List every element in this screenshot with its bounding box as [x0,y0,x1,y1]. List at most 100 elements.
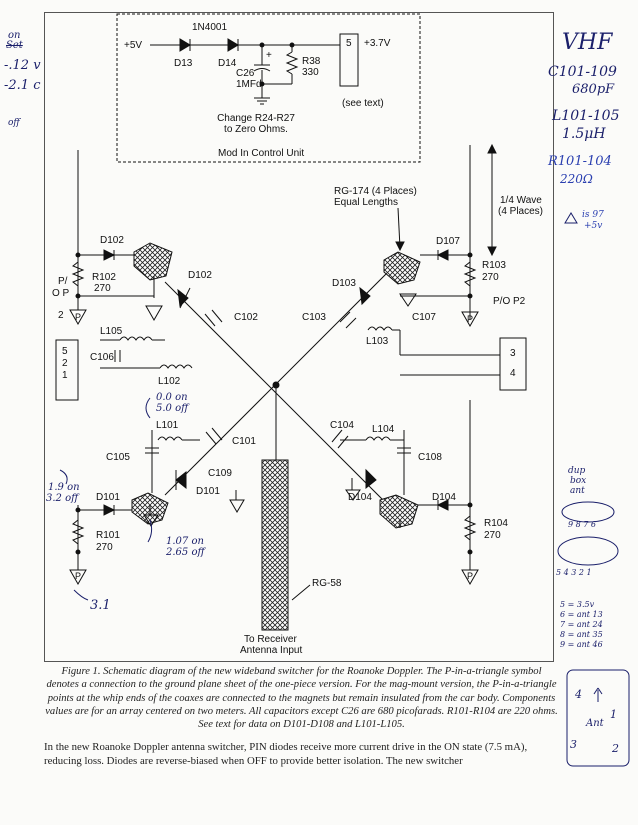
label-d102b: D102 [188,270,212,281]
coax-block-tr [383,251,421,285]
hw-box-ant: Ant [586,718,604,729]
label-r102-value: 270 [94,283,111,294]
r38-value: 330 [302,67,319,78]
po-p2-right: P/O P2 [493,296,526,307]
hw-onoff-c2: 2.65 off [166,547,205,558]
control-connector [339,33,359,87]
label-l104: L104 [372,424,395,435]
c26-value: 1MFd [236,79,262,90]
hw-map-3: 8 = ant 35 [560,630,603,639]
ground-p-br: P [467,571,474,581]
label-c108: C108 [418,452,442,463]
left-conn-pin1: 1 [62,370,68,381]
hw-dup-3: ant [570,486,585,496]
hw-on: on [8,30,21,41]
hw-r101-value: 220Ω [560,172,593,186]
label-r102: R102 [92,272,116,283]
po-p2-left-2: O P [52,288,70,299]
hw-l101-value: 1.5μH [562,126,606,142]
hw-set: Set [6,40,23,51]
diode-d14 [227,38,239,52]
label-r103: R103 [482,260,506,271]
label-r101-value: 270 [96,542,113,553]
hw-vhf: VHF [562,30,613,55]
out-voltage: +3.7V [364,38,391,49]
hw-onoff-a1: 0.0 on [156,392,188,403]
label-c103: C103 [302,312,326,323]
right-connector [499,337,527,391]
hw-v21: -2.1 c [4,78,41,93]
hw-box-3: 3 [570,738,577,751]
label-c105: C105 [106,452,130,463]
control-unit-box [116,13,421,163]
label-d104b: D104 [432,492,456,503]
label-d107: D107 [436,236,460,247]
coax-block-br [379,494,419,529]
label-c104: C104 [330,420,354,431]
hw-pins-top: 9 8 7 6 [568,520,596,529]
hw-c101: C101-109 [548,64,617,80]
po-p2-left-1: P/ [58,276,68,287]
hw-map-4: 9 = ant 46 [560,640,603,649]
note-line2: to Zero Ohms. [224,124,288,135]
c26-label: C26 [236,68,255,79]
diode-part-label: 1N4001 [192,22,228,33]
supply-label: +5V [124,40,143,51]
diode-d13 [179,38,191,52]
label-d101a: D101 [96,492,120,503]
label-l105: L105 [100,326,123,337]
control-unit-title: Mod In Control Unit [218,148,305,159]
rg58-label: RG-58 [312,578,342,589]
ground-p-bl: P [75,571,82,581]
hw-l101: L101-105 [552,108,620,124]
left-conn-pin2: 2 [62,358,68,369]
hw-onoff-b2: 3.2 off [46,493,79,504]
hw-r101: R101-104 [548,154,612,169]
hw-pins-bot: 5 4 3 2 1 [556,568,592,577]
label-l103: L103 [366,336,389,347]
label-d101b: D101 [196,486,220,497]
schematic-frame [44,12,554,662]
rg174-label-2: Equal Lengths [334,197,398,208]
label-r103-value: 270 [482,272,499,283]
figure-caption: Figure 1. Schematic diagram of the new w… [45,666,558,731]
hw-onoff-b1: 1.9 on [48,482,80,493]
see-text: (see text) [342,98,384,109]
right-conn-pin4: 4 [510,368,516,379]
hw-v12: -.12 v [4,58,41,73]
hw-off: off [8,118,20,128]
hw-p-note-2: +5v [584,221,603,231]
resistor-r38 [285,51,299,75]
label-c106: C106 [90,352,114,363]
quarter-wave-2: (4 Places) [498,206,544,217]
rx-label-2: Antenna Input [240,645,303,656]
c26-plus: + [266,50,272,61]
r38-label: R38 [302,56,321,67]
hw-c101-value: 680pF [572,82,615,97]
hw-map-2: 7 = ant 24 [560,620,603,629]
label-d102a: D102 [100,235,124,246]
quarter-wave-1: 1/4 Wave [500,195,542,206]
hw-box-4: 4 [575,688,582,701]
label-r101: R101 [96,530,120,541]
d14-label: D14 [218,58,237,69]
label-c102: C102 [234,312,258,323]
hw-dup-1: dup [568,466,586,476]
label-l101: L101 [156,420,179,431]
label-d103: D103 [332,278,356,289]
label-l102: L102 [158,376,181,387]
ground-p-tr: P [467,314,474,324]
hw-box-1: 1 [610,708,617,721]
note-line1: Change R24-R27 [217,113,295,124]
label-d104a: D104 [348,492,372,503]
antenna-layout-sketch [566,669,630,767]
rg174-label-1: RG-174 (4 Places) [334,186,417,197]
hw-p-note-1: is 97 [582,210,604,220]
hw-map-0: 5 = 3.5v [560,600,595,609]
po-p2-left-3: 2 [58,310,64,321]
left-conn-pin5: 5 [62,346,68,357]
left-connector [55,339,79,401]
hw-onoff-c1: 1.07 on [166,536,204,547]
